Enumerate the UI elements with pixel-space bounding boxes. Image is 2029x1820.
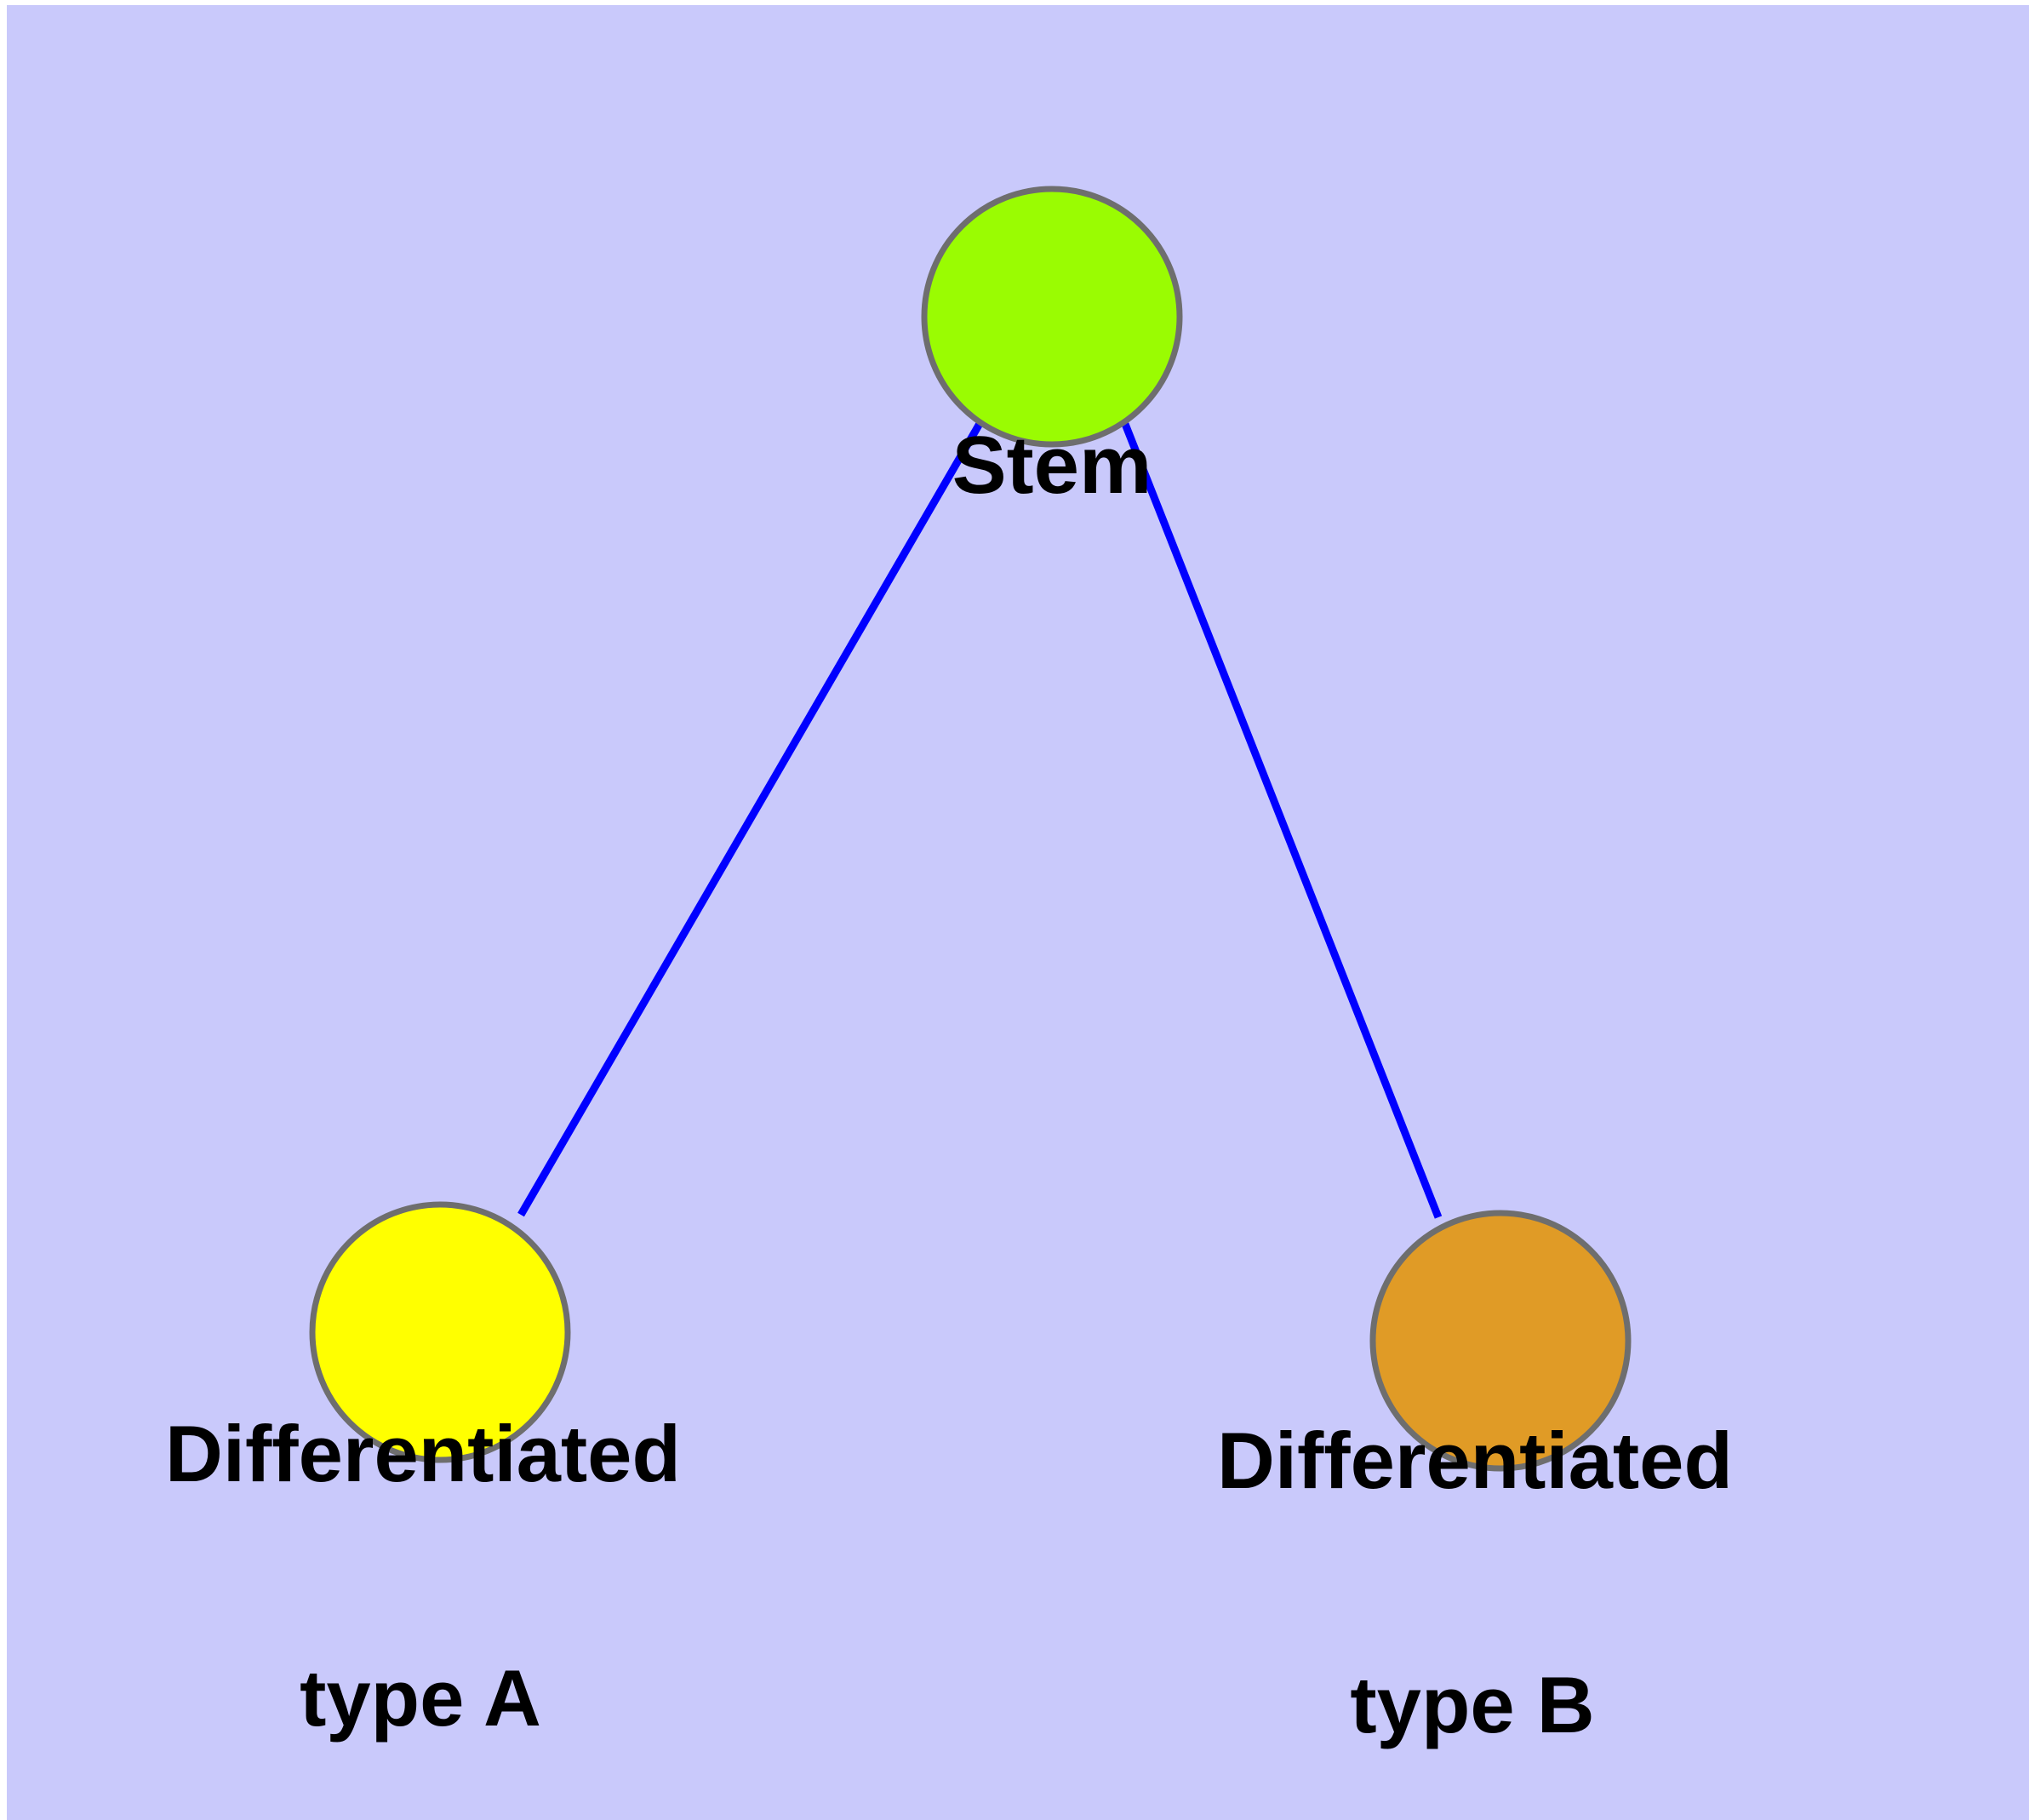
node-group [309, 186, 1632, 1472]
node-stem[interactable] [921, 186, 1183, 448]
edge-stem-to-type-b [1121, 422, 1443, 1219]
edge-stem-to-type-a [517, 420, 984, 1217]
node-differentiated-type-a[interactable] [309, 1201, 571, 1463]
edge-group [517, 420, 1443, 1219]
node-differentiated-type-b[interactable] [1369, 1210, 1632, 1472]
